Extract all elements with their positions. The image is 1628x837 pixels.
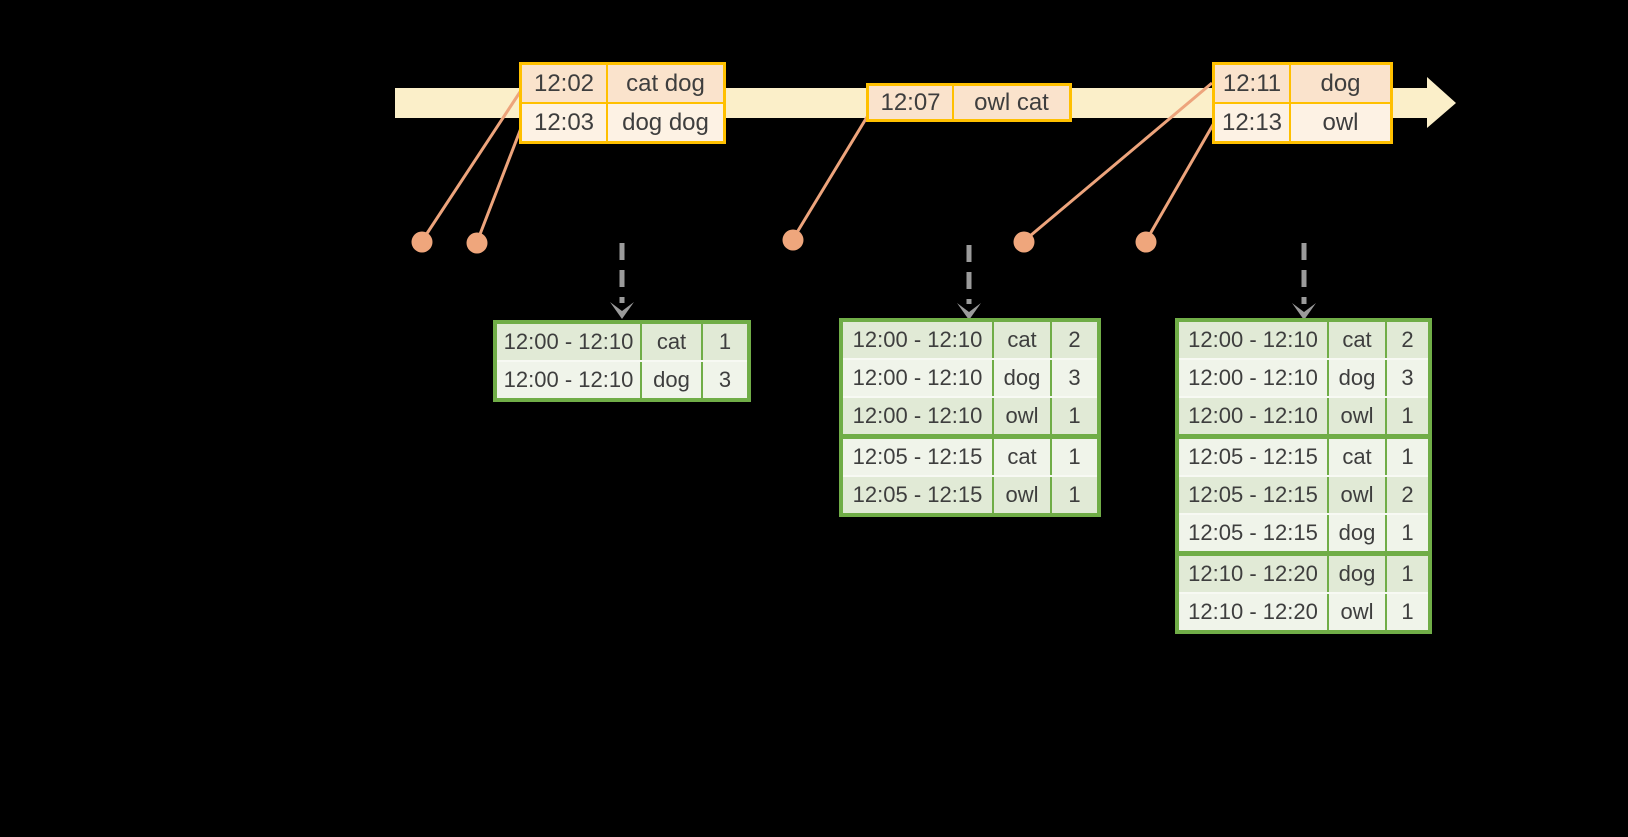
count-cell: 3 [1050,360,1097,396]
result-row: 12:00 - 12:10 dog 3 [843,358,1097,396]
event-row: 12:07 owl cat [869,86,1069,119]
count-cell: 1 [1385,515,1428,551]
dashed-down-arrow-icon [957,245,981,320]
word-cell: cat [992,439,1050,475]
window-cell: 12:10 - 12:20 [1179,556,1327,592]
window-cell: 12:00 - 12:10 [843,360,992,396]
timeline-point-dot [1135,231,1157,253]
count-cell: 2 [1050,322,1097,358]
event-time-cell: 12:07 [869,86,952,119]
count-cell: 1 [1385,594,1428,630]
event-time-cell: 12:13 [1215,104,1289,141]
event-table-2: 12:07 owl cat [866,83,1072,122]
count-cell: 1 [1385,439,1428,475]
result-table-1: 12:00 - 12:10 cat 1 12:00 - 12:10 dog 3 [493,320,751,402]
event-words-cell: owl cat [952,86,1069,119]
timeline-right-arrow-icon [1427,77,1456,128]
count-cell: 1 [1385,556,1428,592]
connector-line [1144,122,1216,242]
event-words-cell: dog [1289,65,1390,102]
result-row: 12:00 - 12:10 owl 1 [1179,396,1428,434]
result-row: 12:00 - 12:10 cat 1 [497,324,747,360]
result-table-2: 12:00 - 12:10 cat 2 12:00 - 12:10 dog 3 … [839,318,1101,517]
window-cell: 12:00 - 12:10 [1179,322,1327,358]
count-cell: 1 [1050,439,1097,475]
window-cell: 12:05 - 12:15 [1179,439,1327,475]
event-row: 12:02 cat dog [522,65,723,102]
connector-line [475,122,525,243]
window-cell: 12:00 - 12:10 [497,324,640,360]
event-table-3: 12:11 dog 12:13 owl [1212,62,1393,144]
word-cell: cat [640,324,701,360]
result-row: 12:05 - 12:15 cat 1 [843,434,1097,475]
word-cell: cat [1327,439,1385,475]
event-time-cell: 12:03 [522,104,606,141]
event-row: 12:13 owl [1215,102,1390,141]
result-row: 12:00 - 12:10 cat 2 [843,322,1097,358]
window-cell: 12:05 - 12:15 [843,439,992,475]
word-cell: cat [1327,322,1385,358]
word-cell: dog [640,362,701,398]
window-cell: 12:00 - 12:10 [1179,360,1327,396]
connector-line [1023,81,1213,243]
result-row: 12:05 - 12:15 owl 1 [843,475,1097,513]
word-cell: owl [992,398,1050,434]
dashed-down-arrow-icon [1292,243,1316,320]
event-words-cell: dog dog [606,104,723,141]
connector-line [791,116,869,240]
result-row: 12:00 - 12:10 owl 1 [843,396,1097,434]
count-cell: 1 [701,324,747,360]
result-row: 12:00 - 12:10 dog 3 [497,360,747,398]
result-row: 12:05 - 12:15 dog 1 [1179,513,1428,551]
word-cell: owl [1327,398,1385,434]
timeline-point-dot [782,229,804,251]
window-cell: 12:00 - 12:10 [1179,398,1327,434]
result-row: 12:10 - 12:20 owl 1 [1179,592,1428,630]
word-cell: cat [992,322,1050,358]
event-table-1: 12:02 cat dog 12:03 dog dog [519,62,726,144]
window-cell: 12:05 - 12:15 [1179,515,1327,551]
window-cell: 12:10 - 12:20 [1179,594,1327,630]
count-cell: 1 [1385,398,1428,434]
count-cell: 3 [701,362,747,398]
connector-line [420,88,524,242]
word-cell: owl [1327,477,1385,513]
word-cell: owl [992,477,1050,513]
result-row: 12:05 - 12:15 cat 1 [1179,434,1428,475]
dashed-down-arrow-icon [610,243,634,319]
word-cell: owl [1327,594,1385,630]
count-cell: 1 [1050,477,1097,513]
result-row: 12:00 - 12:10 cat 2 [1179,322,1428,358]
count-cell: 2 [1385,477,1428,513]
count-cell: 3 [1385,360,1428,396]
event-words-cell: owl [1289,104,1390,141]
count-cell: 2 [1385,322,1428,358]
word-cell: dog [992,360,1050,396]
timeline-point-dot [466,232,488,254]
window-cell: 12:00 - 12:10 [843,398,992,434]
event-row: 12:03 dog dog [522,102,723,141]
event-row: 12:11 dog [1215,65,1390,102]
result-row: 12:00 - 12:10 dog 3 [1179,358,1428,396]
window-cell: 12:05 - 12:15 [1179,477,1327,513]
result-table-3: 12:00 - 12:10 cat 2 12:00 - 12:10 dog 3 … [1175,318,1432,634]
count-cell: 1 [1050,398,1097,434]
window-cell: 12:05 - 12:15 [843,477,992,513]
word-cell: dog [1327,556,1385,592]
word-cell: dog [1327,515,1385,551]
timeline-point-dot [1013,231,1035,253]
window-cell: 12:00 - 12:10 [843,322,992,358]
event-words-cell: cat dog [606,65,723,102]
event-time-cell: 12:11 [1215,65,1289,102]
timeline-point-dot [411,231,433,253]
result-row: 12:10 - 12:20 dog 1 [1179,551,1428,592]
word-cell: dog [1327,360,1385,396]
window-cell: 12:00 - 12:10 [497,362,640,398]
event-time-cell: 12:02 [522,65,606,102]
result-row: 12:05 - 12:15 owl 2 [1179,475,1428,513]
